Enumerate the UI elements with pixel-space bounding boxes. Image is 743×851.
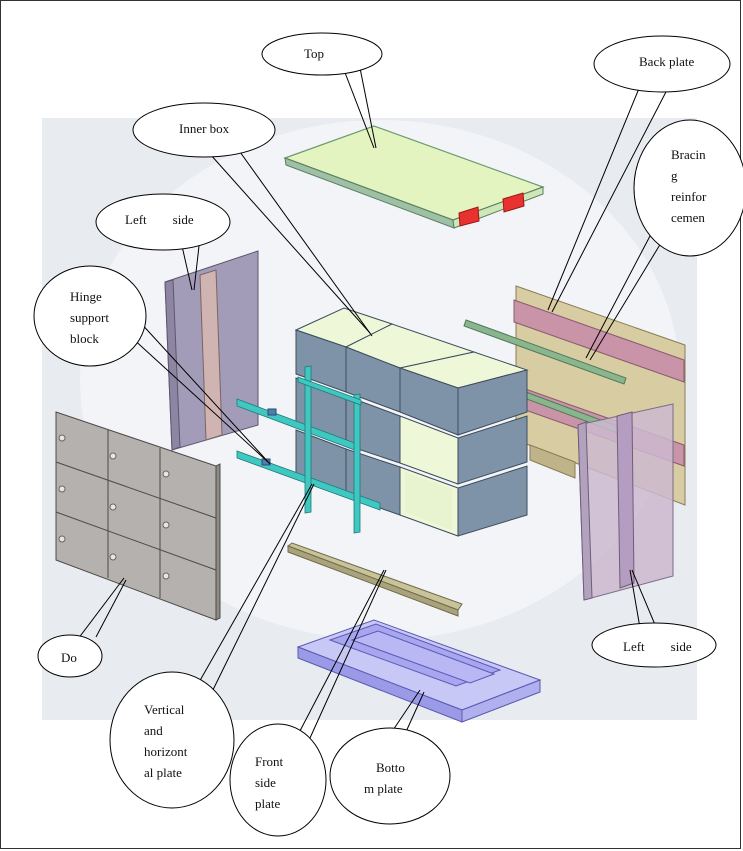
left-side-label-upper: Left side	[125, 212, 194, 227]
door-panel-part	[55, 411, 221, 621]
front-label-line: side	[255, 775, 276, 790]
callout-bubbles	[33, 32, 743, 837]
bracing-label-line: reinfor	[671, 189, 707, 204]
vertical-horizontal-plate-label: Vertical and horizont al plate	[144, 699, 187, 783]
bottom-label-line: Botto	[376, 760, 405, 775]
hinge-label-line: Hinge	[70, 289, 102, 304]
bottom-plate-label: Botto m plate	[364, 757, 405, 799]
vertical-label-line: Vertical	[144, 702, 185, 717]
back-plate-label: Back plate	[639, 54, 695, 69]
bracing-label-line: cemen	[671, 210, 705, 225]
top-label: Top	[304, 46, 325, 61]
bracing-label-line: Bracin	[671, 147, 706, 162]
vertical-label-line: al plate	[144, 765, 182, 780]
inner-box-label: Inner box	[179, 121, 230, 136]
hinge-support-block-label: Hinge support block	[70, 286, 109, 349]
front-label-line: plate	[255, 796, 281, 811]
vertical-label-line: horizont	[144, 744, 188, 759]
front-side-plate-label: Front side plate	[255, 751, 283, 814]
bottom-plate-part	[296, 619, 542, 723]
left-side-panel-part	[164, 250, 259, 451]
left-side-label-lower: Left side	[623, 639, 692, 654]
bottom-label-line: m plate	[364, 781, 403, 796]
front-side-plate-part	[286, 542, 463, 617]
front-label-line: Front	[255, 754, 284, 769]
top-plate-part	[283, 125, 545, 229]
right-side-panel-part	[577, 403, 674, 601]
bracing-label-line: g	[671, 168, 678, 183]
vertical-label-line: and	[144, 723, 163, 738]
bracing-reinforcement-label: Bracin g reinfor cemen	[671, 144, 706, 228]
door-label: Do	[61, 650, 77, 665]
hinge-label-line: block	[70, 331, 99, 346]
leader-lines	[77, 67, 669, 751]
hinge-label-line: support	[70, 310, 109, 325]
